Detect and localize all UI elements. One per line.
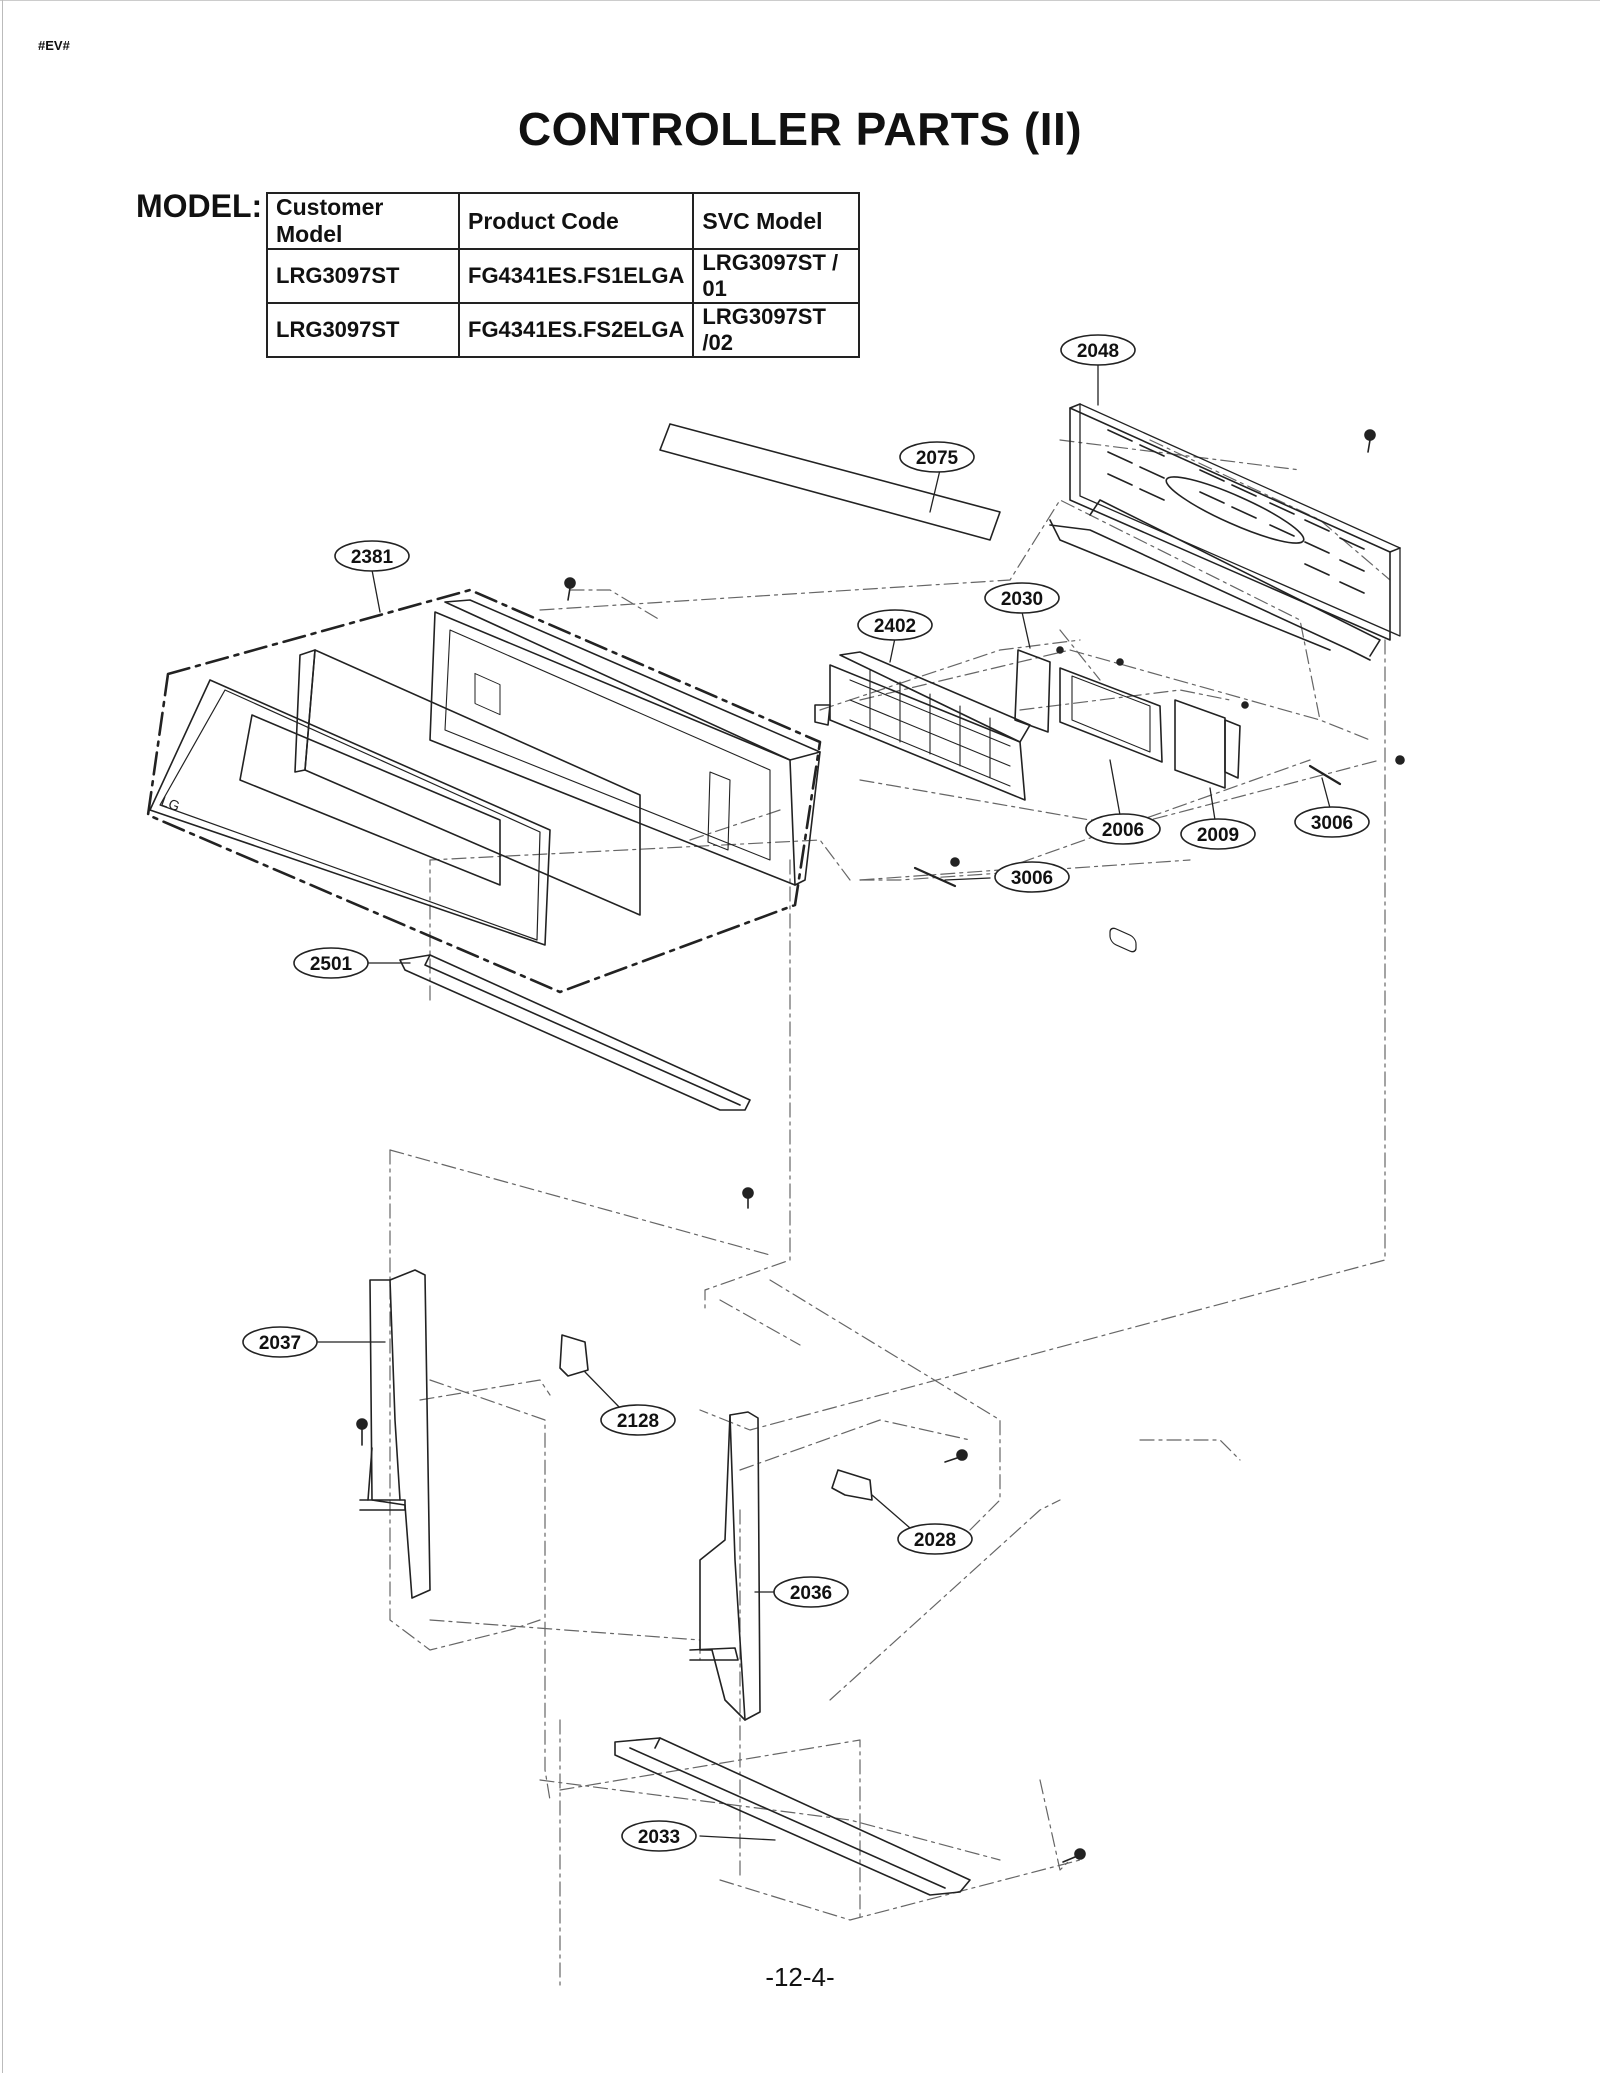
page-left-rule	[2, 0, 3, 2073]
part-2075-shield-sheet	[659, 423, 1001, 541]
callout-2033: 2033	[621, 1820, 697, 1852]
part-2128-clip	[559, 1334, 589, 1377]
callout-2009: 2009	[1180, 818, 1256, 850]
callout-3006-left-label: 3006	[1011, 868, 1053, 889]
callout-3006-left: 3006	[994, 861, 1070, 893]
callout-2030-label: 2030	[1001, 589, 1043, 610]
table-row: LRG3097ST FG4341ES.FS2ELGA LRG3097ST /02	[266, 302, 861, 358]
page-number: -12-4-	[765, 1962, 835, 1992]
assembly-boundary-2381	[146, 588, 822, 994]
page-title: CONTROLLER PARTS (II)	[517, 103, 1083, 155]
part-2009-main-board	[1174, 699, 1241, 789]
page-top-rule	[0, 0, 1600, 1]
callout-2501-label: 2501	[310, 954, 353, 975]
part-2037-left-bracket	[359, 1269, 431, 1599]
column-header-customer-model: Customer Model	[266, 192, 460, 250]
part-2381-glass-panel	[294, 649, 641, 916]
screw-2048	[1364, 429, 1376, 453]
callout-2402-label: 2402	[874, 616, 916, 637]
model-table: Customer Model Product Code SVC Model LR…	[266, 192, 861, 358]
part-3006-wire-left	[913, 866, 957, 888]
callout-2030: 2030	[984, 582, 1060, 614]
callout-2381: 2381	[334, 540, 410, 572]
callout-2402: 2402	[857, 609, 933, 641]
assembly-guide-lines	[389, 439, 1391, 1991]
table-row: LRG3097ST FG4341ES.FS1ELGA LRG3097ST / 0…	[266, 248, 861, 304]
cell-customer-model: LRG3097ST	[266, 248, 460, 304]
callout-2036: 2036	[773, 1576, 849, 1608]
code-tag: #EV#	[38, 38, 70, 53]
column-header-product-code: Product Code	[457, 192, 695, 250]
callout-2501: 2501	[293, 947, 369, 979]
screw-2028	[944, 1449, 968, 1463]
part-2501-bottom-trim	[399, 954, 751, 1111]
screw-3006	[950, 857, 960, 867]
callout-3006-right-label: 3006	[1311, 813, 1353, 834]
callout-2128-label: 2128	[617, 1411, 659, 1432]
part-2006-display-board	[1059, 667, 1163, 763]
callout-2048: 2048	[1060, 334, 1136, 366]
part-2030-pcb	[1014, 649, 1051, 733]
screw-2033	[1062, 1848, 1086, 1863]
part-2048-rear-panel	[1049, 403, 1401, 953]
callout-2033-label: 2033	[638, 1827, 680, 1848]
part-2381-panel-frame	[429, 599, 821, 886]
screw-2037	[356, 1418, 368, 1446]
part-2402-pcb-holder	[814, 651, 1031, 801]
callout-2048-label: 2048	[1077, 341, 1119, 362]
cell-customer-model: LRG3097ST	[266, 302, 460, 358]
callout-2009-label: 2009	[1197, 825, 1239, 846]
part-2028-bracket	[831, 1469, 873, 1501]
callout-2075: 2075	[899, 441, 975, 473]
callout-2128: 2128	[600, 1404, 676, 1436]
part-3006-wire-right	[1308, 764, 1342, 786]
callout-2075-label: 2075	[916, 448, 959, 469]
part-2033-bottom-channel	[614, 1737, 971, 1896]
callout-2381-label: 2381	[351, 547, 394, 568]
cell-svc-model: LRG3097ST /02	[692, 302, 861, 358]
callout-2037-label: 2037	[259, 1333, 301, 1354]
model-label: MODEL:	[136, 188, 263, 224]
callout-2037: 2037	[242, 1326, 318, 1358]
callout-2036-label: 2036	[790, 1583, 832, 1604]
callout-2006-label: 2006	[1102, 820, 1144, 841]
screw-2381	[564, 577, 576, 601]
svg-text:LG: LG	[159, 793, 182, 814]
callout-2028: 2028	[897, 1523, 973, 1555]
part-2381-front-trim: LG	[149, 679, 551, 946]
column-header-svc-model: SVC Model	[692, 192, 861, 250]
model-table-header: Customer Model Product Code SVC Model	[266, 192, 861, 250]
cell-product-code: FG4341ES.FS1ELGA	[457, 248, 695, 304]
cell-svc-model: LRG3097ST / 01	[692, 248, 861, 304]
callout-2028-label: 2028	[914, 1530, 956, 1551]
callouts: 2048 2075 2381 2030 2402 2006 2009 3006	[242, 334, 1370, 1852]
screw-2501	[742, 1187, 754, 1209]
leader-lines	[317, 361, 1331, 1841]
part-2036-right-bracket	[689, 1411, 761, 1721]
callout-3006-right: 3006	[1294, 806, 1370, 838]
callout-2006: 2006	[1085, 813, 1161, 845]
screws-pcb	[1056, 646, 1405, 765]
cell-product-code: FG4341ES.FS2ELGA	[457, 302, 695, 358]
